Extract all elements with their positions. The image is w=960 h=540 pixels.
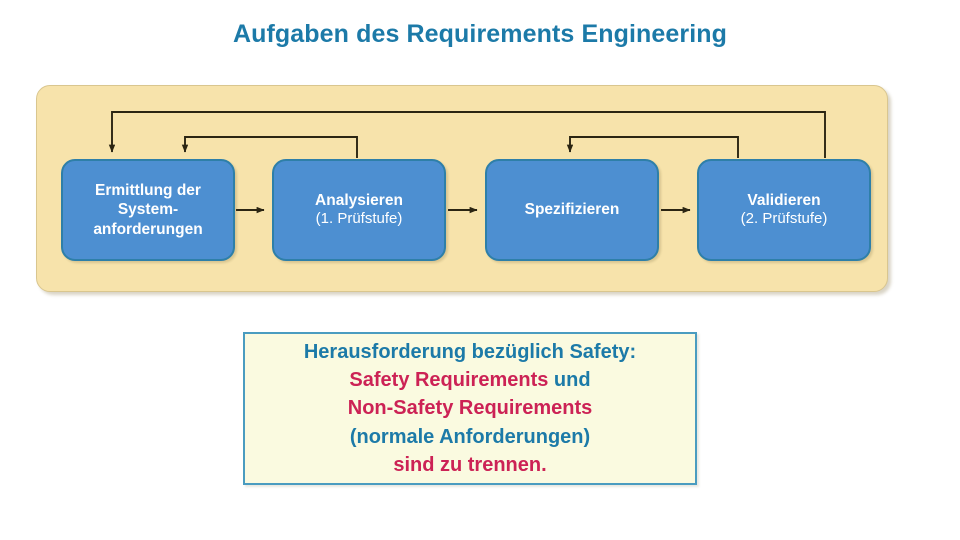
stage-box-spezifizieren[interactable]: Spezifizieren	[485, 159, 659, 261]
callout-text-segment: Herausforderung bezüglich Safety:	[303, 340, 637, 363]
callout-text-segment: und	[548, 368, 591, 391]
stage-box-analysieren[interactable]: Analysieren (1. Prüfstufe)	[272, 159, 446, 261]
callout-text-segment: (normale Anforderungen)	[349, 425, 591, 448]
challenge-callout: Herausforderung bezüglich Safety: Safety …	[243, 332, 697, 485]
callout-line: Non-Safety Requirements	[348, 394, 593, 422]
stage-box-ermittlung[interactable]: Ermittlung der System- anforderungen	[61, 159, 235, 261]
stage-subtitle: (1. Prüfstufe)	[315, 210, 403, 228]
callout-text-segment: Safety Requirements	[349, 368, 549, 391]
callout-line: Herausforderung bezüglich Safety:	[304, 338, 636, 366]
stage-subtitle: (2. Prüfstufe)	[740, 210, 828, 228]
stage-box-validieren[interactable]: Validieren (2. Prüfstufe)	[697, 159, 871, 261]
callout-text-segment: Non-Safety Requirements	[347, 397, 593, 420]
stage-title: Spezifizieren	[524, 201, 620, 219]
stage-title: Ermittlung der System- anforderungen	[93, 181, 203, 238]
callout-line: sind zu trennen.	[393, 451, 546, 479]
callout-line: Safety Requirements und	[349, 366, 590, 394]
slide-title: Aufgaben des Requirements Engineering	[232, 20, 728, 48]
stage-title: Analysieren	[315, 191, 403, 209]
callout-line: (normale Anforderungen)	[350, 423, 590, 451]
callout-text-segment: sind zu trennen.	[393, 454, 547, 477]
stage-title: Validieren	[747, 191, 821, 209]
